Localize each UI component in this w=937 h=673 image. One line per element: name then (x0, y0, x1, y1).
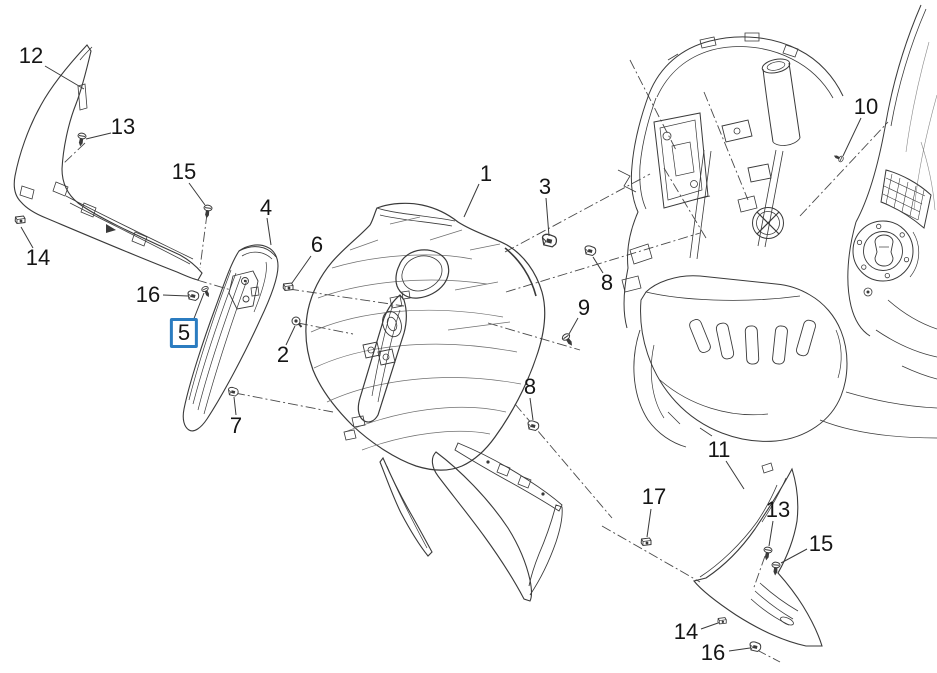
callout-3[interactable]: 3 (539, 176, 551, 198)
side-body-panel (819, 4, 937, 439)
part-4-front-trim-strip (182, 244, 279, 432)
callout-13[interactable]: 13 (111, 116, 135, 138)
callout-label: 17 (641, 484, 667, 509)
callout-16[interactable]: 16 (136, 284, 160, 306)
callout-label: 2 (276, 342, 290, 367)
callout-1[interactable]: 1 (480, 163, 492, 185)
callout-label: 12 (18, 43, 44, 68)
callout-label: 11 (707, 437, 731, 462)
callout-4[interactable]: 4 (260, 197, 272, 219)
callout-label: 3 (538, 174, 552, 199)
callout-13[interactable]: 13 (766, 499, 790, 521)
callout-label: 4 (259, 195, 273, 220)
callout-pointer-lines (20, 65, 862, 652)
callout-15[interactable]: 15 (172, 161, 196, 183)
callout-6[interactable]: 6 (311, 234, 323, 256)
callout-12[interactable]: 12 (19, 45, 43, 67)
callout-label: 6 (310, 232, 324, 257)
callout-9[interactable]: 9 (578, 297, 590, 319)
callout-10[interactable]: 10 (854, 96, 878, 118)
part-1-lower-extensions (379, 442, 563, 602)
callout-14[interactable]: 14 (674, 621, 698, 643)
callout-label: 15 (808, 531, 834, 556)
callout-label: 14 (25, 245, 51, 270)
callout-label: 1 (479, 161, 493, 186)
callout-17[interactable]: 17 (642, 486, 666, 508)
vent-grille-hatch (881, 173, 926, 221)
callout-8[interactable]: 8 (601, 272, 613, 294)
part-12-upper-left-trim (13, 44, 203, 281)
callout-2[interactable]: 2 (277, 344, 289, 366)
callout-label: 8 (600, 270, 614, 295)
callout-7[interactable]: 7 (230, 415, 242, 437)
callout-label: 16 (700, 640, 726, 665)
callout-label: 14 (673, 619, 699, 644)
callout-5-selected[interactable]: 5 (169, 318, 199, 348)
callout-label: 10 (853, 94, 879, 119)
callout-label: 9 (577, 295, 591, 320)
callout-label: 15 (171, 159, 197, 184)
callout-label: 13 (765, 497, 791, 522)
part-1-front-shield (305, 202, 546, 471)
callout-8[interactable]: 8 (524, 376, 536, 398)
callout-label: 16 (135, 282, 161, 307)
callout-11[interactable]: 11 (708, 439, 731, 461)
callout-label: 7 (229, 413, 243, 438)
callout-16[interactable]: 16 (701, 642, 725, 664)
callout-label: 13 (110, 114, 136, 139)
part-11-lower-right-trim (693, 462, 823, 647)
callout-label: 8 (523, 374, 537, 399)
callout-14[interactable]: 14 (26, 247, 50, 269)
callout-15[interactable]: 15 (809, 533, 833, 555)
callout-label: 5 (177, 320, 191, 345)
scooter-body-structure (617, 32, 848, 448)
